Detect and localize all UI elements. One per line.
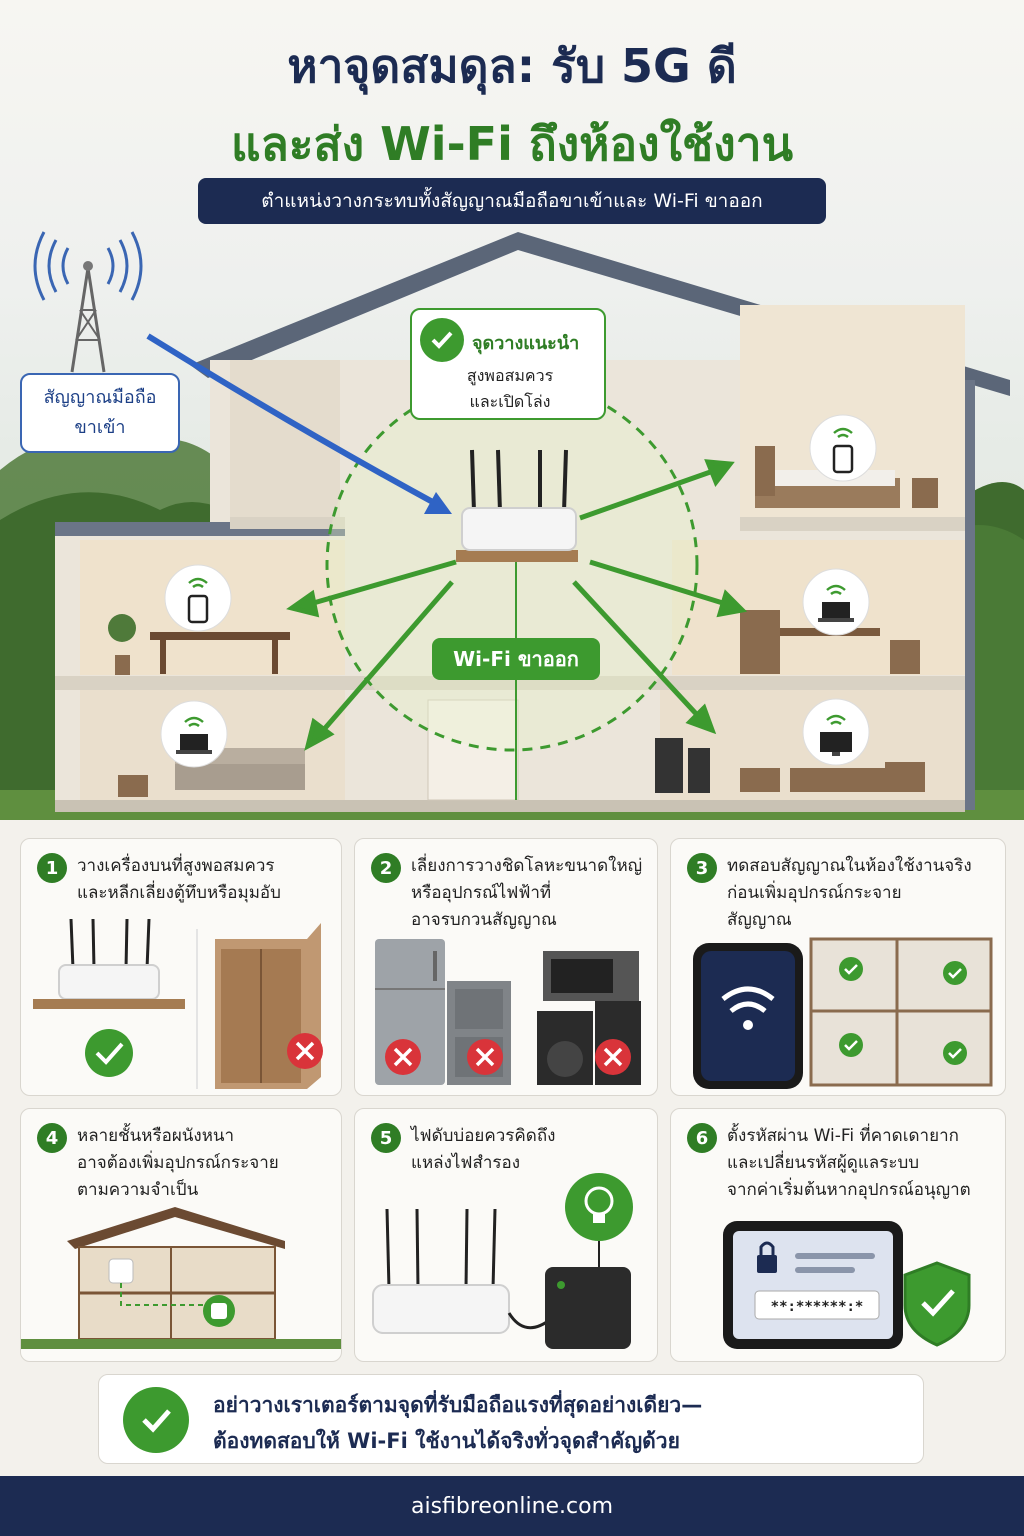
tip-number: 6 <box>687 1123 717 1153</box>
incoming-label-line1: สัญญาณมือถือ <box>43 387 157 408</box>
wifi-out-label: Wi-Fi ขาออก <box>432 638 600 680</box>
tip-card-1: 1 วางเครื่องบนที่สูงพอสมควร และหลีกเลี่ย… <box>20 838 342 1096</box>
footer-url[interactable]: aisfibreonline.com <box>0 1476 1024 1536</box>
shield-check-icon <box>903 1261 971 1347</box>
check-icon <box>420 318 464 362</box>
tip-card-3: 3 ทดสอบสัญญาณในห้องใช้งานจริง ก่อนเพิ่มอ… <box>670 838 1006 1096</box>
tip-card-2: 2 เลี่ยงการวางชิดโลหะขนาดใหญ่ หรืออุปกรณ… <box>354 838 658 1096</box>
incoming-label-line2: ขาเข้า <box>74 417 126 438</box>
tip-text: ไฟดับบ่อยควรคิดถึง แหล่งไฟสำรอง <box>411 1126 556 1173</box>
floor-plan-icon <box>809 937 993 1087</box>
tablet-login-icon <box>723 1221 903 1349</box>
recommended-placement-callout: จุดวางแนะนำ สูงพอสมควร และเปิดโล่ง <box>410 308 606 420</box>
tip-card-5: 5 ไฟดับบ่อยควรคิดถึง แหล่งไฟสำรอง <box>354 1108 658 1362</box>
password-field: **:******:* <box>770 1299 864 1315</box>
ups-battery-icon <box>545 1267 631 1349</box>
tip-number: 3 <box>687 853 717 883</box>
router-icon <box>372 1208 552 1334</box>
tip-number: 1 <box>37 853 67 883</box>
tip-text: หลายชั้นหรือผนังหนา อาจต้องเพิ่มอุปกรณ์ก… <box>77 1126 279 1200</box>
hero-illustration: หาจุดสมดุล: รับ 5G ดี และส่ง Wi-Fi ถึงห้… <box>0 0 1024 820</box>
recommended-line1: สูงพอสมควร <box>466 366 554 385</box>
subtitle-banner: ตำแหน่งวางกระทบทั้งสัญญาณมือถือขาเข้าและ… <box>198 178 826 224</box>
cross-icon <box>385 1039 421 1075</box>
tip-card-6: **:******:* 6 ตั้งรหัสผ่าน Wi-Fi ที่คาดเ… <box>670 1108 1006 1362</box>
speaker-icon <box>537 1001 641 1085</box>
check-icon <box>123 1387 189 1453</box>
page-title-line2: และส่ง Wi-Fi ถึงห้องใช้งาน <box>230 117 794 171</box>
cross-icon <box>287 1033 323 1069</box>
key-advice-note: อย่าวางเราเตอร์ตามจุดที่รับมือถือแรงที่ส… <box>98 1374 924 1464</box>
page-title-line1: หาจุดสมดุล: รับ 5G ดี <box>287 39 737 93</box>
recommended-line2: และเปิดโล่ง <box>469 392 551 411</box>
note-line2: ต้องทดสอบให้ Wi-Fi ใช้งานได้จริงทั่วจุดส… <box>213 1429 680 1453</box>
check-icon <box>839 957 863 981</box>
phone-bubble-dining <box>164 564 232 632</box>
tip-text: ตั้งรหัสผ่าน Wi-Fi ที่คาดเดายาก และเปลี่… <box>727 1126 971 1200</box>
check-icon <box>943 961 967 985</box>
multi-floor-house-icon <box>21 1207 341 1349</box>
tip-text: ทดสอบสัญญาณในห้องใช้งานจริง ก่อนเพิ่มอุป… <box>727 856 972 930</box>
laptop-bubble-office <box>802 568 870 636</box>
cross-icon <box>595 1039 631 1075</box>
router-on-shelf-icon <box>33 918 185 1009</box>
recommended-title: จุดวางแนะนำ <box>472 333 580 354</box>
check-icon <box>839 1033 863 1057</box>
router-on-shelf-icon <box>456 449 578 800</box>
laptop-bubble-living <box>160 700 228 768</box>
cell-tower-icon <box>33 231 143 373</box>
smartphone-wifi-icon <box>693 943 803 1089</box>
incoming-signal-callout: สัญญาณมือถือ ขาเข้า <box>20 373 180 453</box>
tip-text: เลี่ยงการวางชิดโลหะขนาดใหญ่ หรืออุปกรณ์ไ… <box>411 856 643 930</box>
tip-card-4: 4 หลายชั้นหรือผนังหนา อาจต้องเพิ่มอุปกรณ… <box>20 1108 342 1362</box>
lightbulb-icon <box>565 1173 633 1267</box>
cross-icon <box>467 1039 503 1075</box>
tip-number: 2 <box>371 853 401 883</box>
tablet-bubble-bedroom <box>809 414 877 482</box>
tv-bubble-tvroom <box>802 698 870 766</box>
house-scene <box>0 231 1024 820</box>
check-icon <box>943 1041 967 1065</box>
microwave-icon <box>543 951 639 1001</box>
tip-text: วางเครื่องบนที่สูงพอสมควร และหลีกเลี่ยงต… <box>77 856 281 903</box>
check-icon <box>85 1029 133 1077</box>
tip-number: 4 <box>37 1123 67 1153</box>
note-line1: อย่าวางเราเตอร์ตามจุดที่รับมือถือแรงที่ส… <box>213 1393 703 1417</box>
tip-number: 5 <box>371 1123 401 1153</box>
